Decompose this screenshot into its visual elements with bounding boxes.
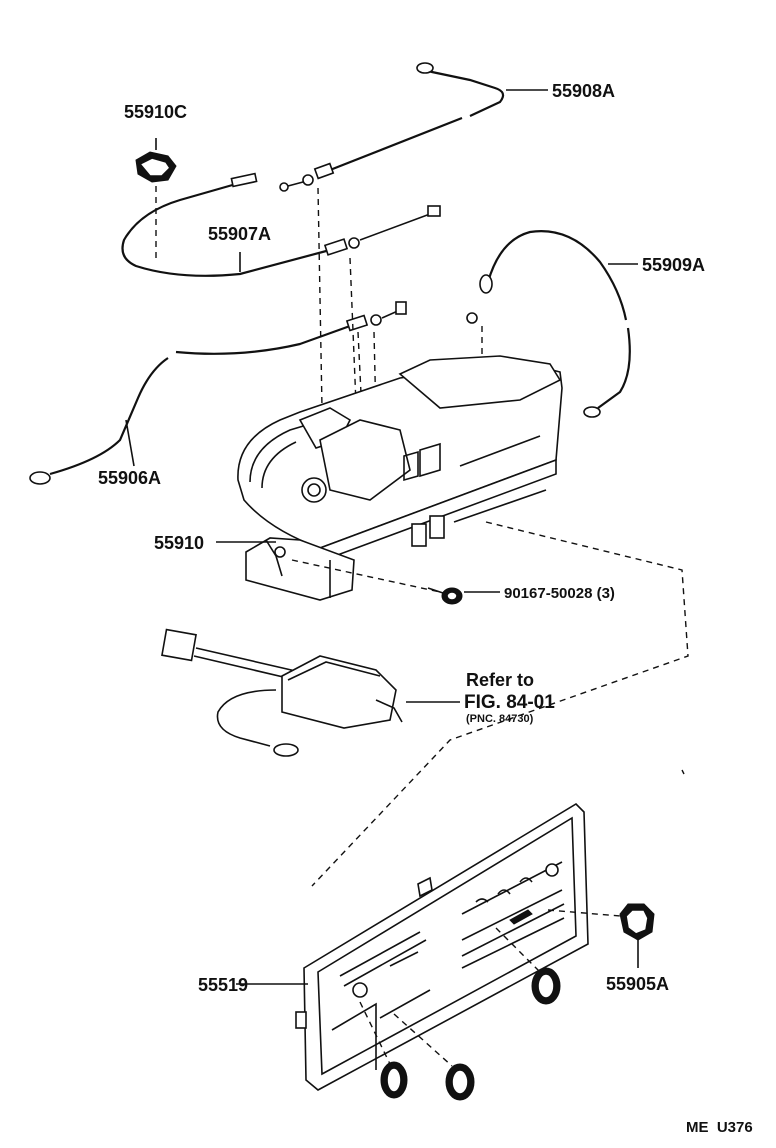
cable-55907a	[121, 172, 441, 277]
knob-55910c	[135, 138, 177, 183]
control-panel-55519	[236, 802, 589, 1091]
screw-90167	[291, 559, 500, 605]
figure-code: ME U376	[686, 1119, 753, 1136]
refer-to-label: Refer to	[466, 670, 534, 690]
callout-55908a: 55908A	[552, 81, 615, 101]
callout-55907a: 55907A	[208, 224, 271, 244]
cable-55906a	[29, 301, 407, 485]
blower-switch	[161, 628, 460, 757]
callout-55519: 55519	[198, 975, 248, 995]
callout-55910c: 55910C	[124, 102, 187, 122]
callout-90167-50028: 90167-50028 (3)	[504, 585, 615, 602]
pnc-84730-label: (PNC. 84730)	[466, 713, 534, 725]
callout-55905a: 55905A	[606, 974, 669, 994]
cable-55909a	[466, 230, 638, 418]
control-body-55910	[216, 355, 563, 601]
callout-55906a: 55906A	[98, 468, 161, 488]
callout-55909a: 55909A	[642, 255, 705, 275]
callout-55910: 55910	[154, 533, 204, 553]
guide-lines-mid	[311, 521, 689, 887]
fig-84-01-label: FIG. 84-01	[464, 692, 555, 713]
knobs-55905a	[359, 903, 655, 1101]
cable-55908a	[279, 62, 548, 192]
